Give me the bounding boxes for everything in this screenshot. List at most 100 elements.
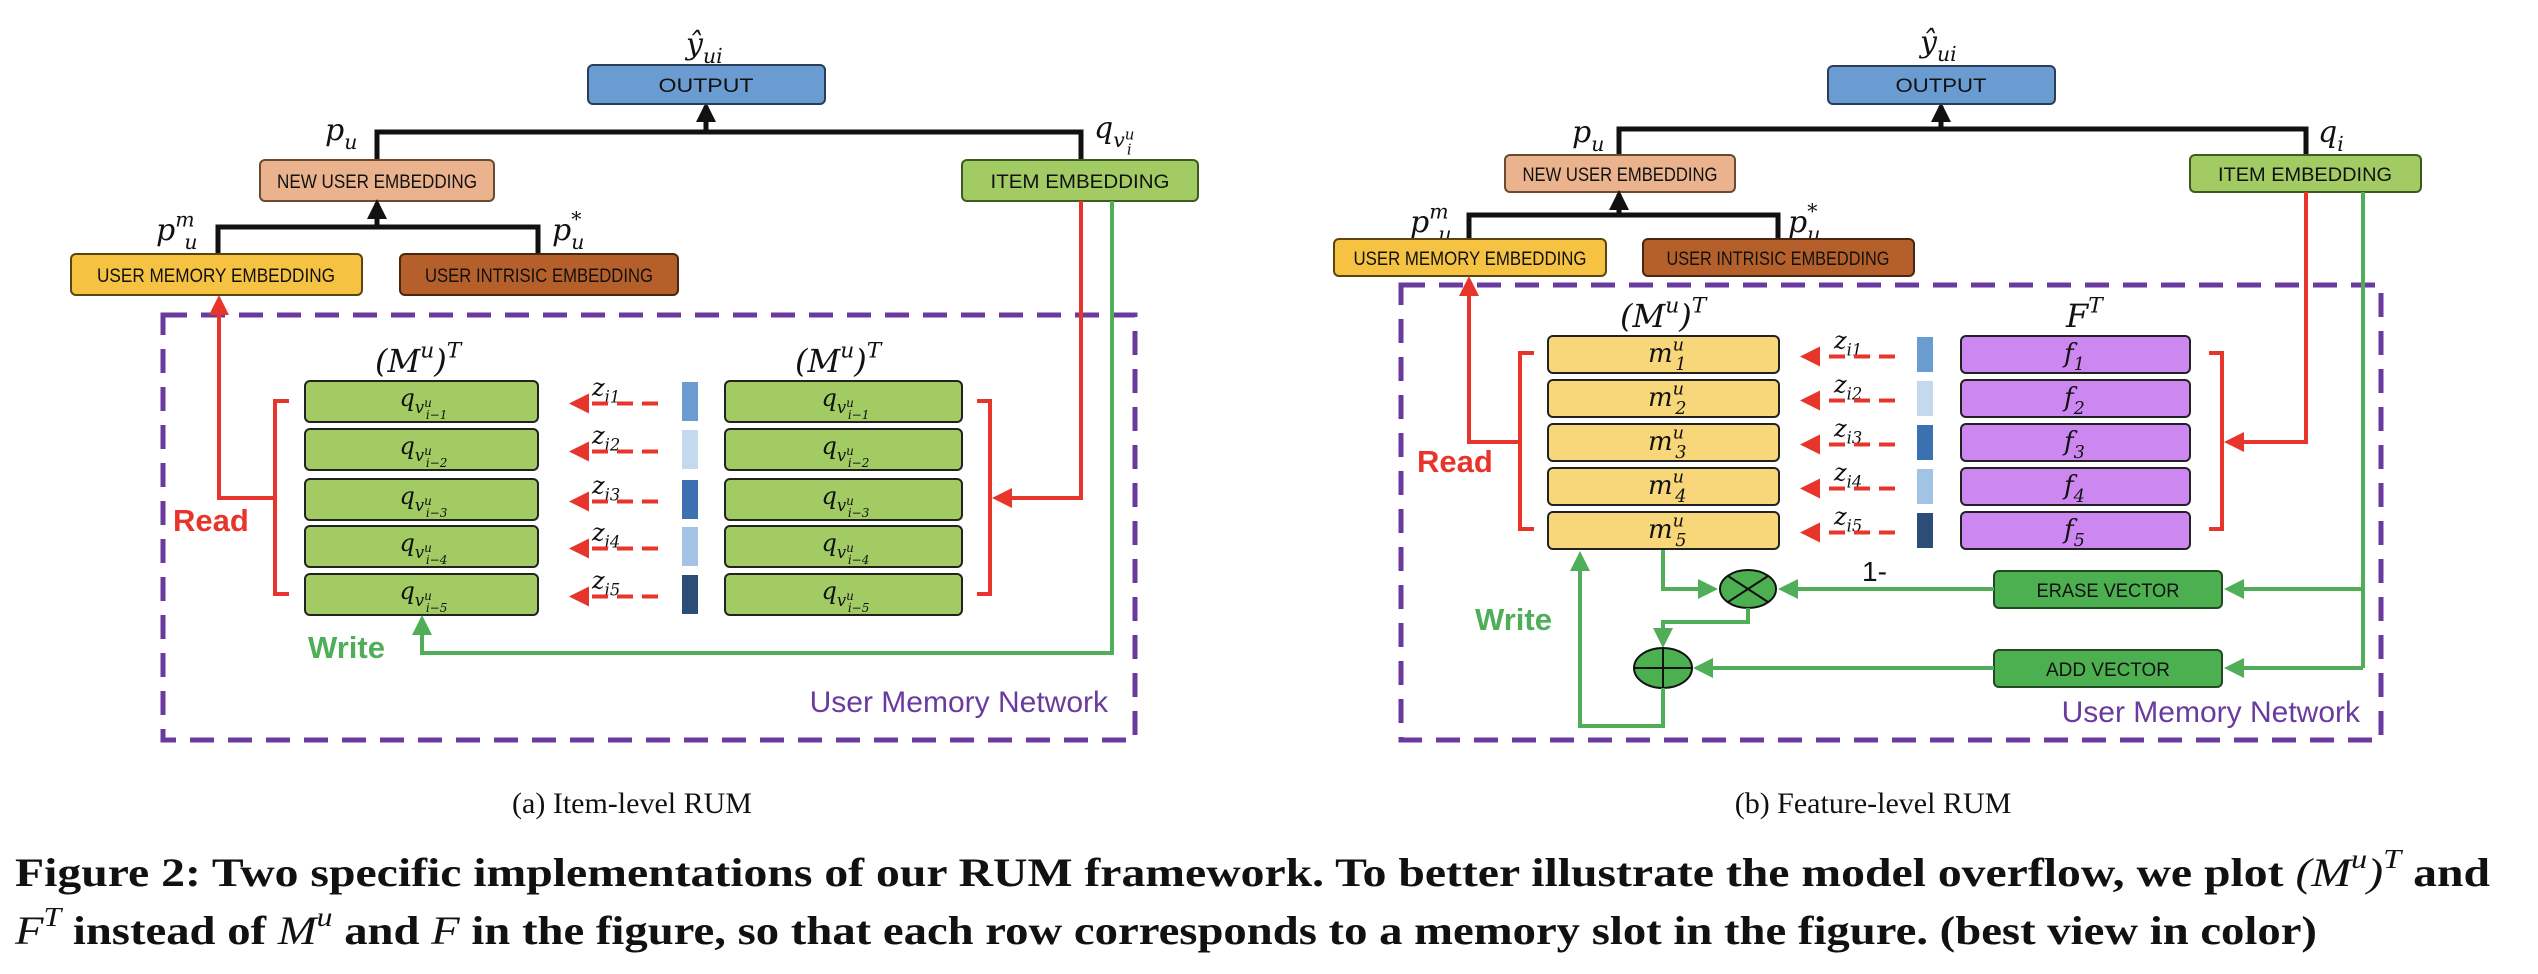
attention-weight-bar [682,480,698,519]
math-base: m [1648,383,1673,413]
multiply-to-add-arrow [1653,608,1750,648]
math-sub: v [837,398,847,417]
math-subsup: u [424,494,432,508]
math-sub: 5 [2074,531,2085,551]
math-sub: v [837,496,847,515]
math-sub: u [184,230,197,254]
math-subsup: u [1125,126,1135,144]
math-base: ŷ [1918,25,1938,60]
math-base: ) [2365,850,2383,895]
user-memory-network-label: User Memory Network [810,686,1109,719]
math-base: z [1833,327,1847,355]
math-base: q [400,384,415,412]
math-subsub: i−4 [426,553,448,567]
math-base: in the figure, so that each row correspo… [460,908,2317,953]
diagram-item-level-rum: OUTPUT ŷui NEW USER EMBEDDING ITEM EMBED… [70,27,1199,743]
math-base: q [400,529,415,557]
math-base: Figure 2: Two specific implementations o… [15,850,2295,895]
memory-title: (Mu)T [1620,294,1708,335]
memory-slot-left [304,428,539,471]
math-sub: u [344,130,357,154]
write-label: Write [308,630,385,665]
math-subsub: i−5 [848,601,870,615]
math-subsub: i [1127,141,1132,159]
math-sub: v [415,543,425,562]
memory-slot-left [304,525,539,568]
user-intrinsic-embedding-label: USER INTRISIC EMBEDDING [425,266,653,287]
memory-slot [1547,335,1780,374]
memory-to-multiply-arrow [1661,550,1718,599]
read-bracket-left [273,399,289,596]
math-sub: 5 [1675,531,1686,551]
output-label: OUTPUT [659,76,754,97]
math-sub: ui [703,44,723,68]
math-base: and [333,908,432,953]
math-sup: u [1673,379,1684,399]
math-base: q [1094,111,1113,146]
math-base: M [277,908,320,953]
memory-slot-right [724,478,963,521]
user-intrinsic-embedding-box [399,253,679,296]
math-sub: v [415,398,425,417]
memory-slot [1547,467,1780,506]
math-sup: T [447,339,463,364]
user-memory-embedding-label: USER MEMORY EMBEDDING [97,266,335,287]
math-sub: v [415,446,425,465]
math-sup: T [1692,294,1708,319]
attention-weight-label: zi3 [591,472,620,505]
memory-left-title: (Mu)T [375,339,463,380]
user-memory-network-border [1398,282,2384,743]
connector-memory-intrinsic [1466,212,1781,239]
math-base: p [552,213,571,248]
math-sup: u [317,902,333,932]
math-sup: u [840,339,854,364]
attention-weight-label: zi1 [591,374,620,407]
math-sub: i3 [605,486,621,505]
math-sup: u [1673,423,1684,443]
memory-slot-left [304,380,539,423]
attention-weight-bar [1917,513,1933,548]
math-base: q [822,529,837,557]
new-user-embedding-label: NEW USER EMBEDDING [277,172,477,193]
user-intrinsic-embedding-label: USER INTRISIC EMBEDDING [1667,249,1890,270]
math-base: z [1833,371,1847,399]
attention-weight-bar [682,527,698,566]
math-base: (M [2295,850,2354,895]
item-embedding-label: ITEM EMBEDDING [991,172,1170,193]
math-base: z [591,567,605,595]
math-base: m [1648,515,1673,545]
math-subsup: u [846,494,854,508]
math-subsub: i−2 [848,456,870,470]
add-vector-label: ADD VECTOR [2046,660,2170,681]
attention-weight-bar [682,430,698,469]
math-sub: v [837,543,847,562]
memory-slot [1547,379,1780,418]
output-label: OUTPUT [1896,76,1987,97]
math-sub: i1 [605,388,621,407]
math-base: z [591,472,605,500]
math-base: ) [853,342,866,380]
math-sup: m [1429,200,1448,224]
math-sub: u [1591,132,1604,156]
math-base: z [1833,459,1847,487]
attention-weight-bar [682,575,698,614]
math-sup: T [44,902,64,932]
math-subsub: i−5 [426,601,448,615]
attention-weight-bar [1917,469,1933,504]
math-base: ) [1678,297,1691,335]
figure-caption-line-1: Figure 2: Two specific implementations o… [15,844,2490,895]
math-sub: 1 [1675,355,1686,375]
math-sup: u [1665,294,1679,319]
p-u-label: pu [325,113,357,154]
read-bracket-right [977,399,992,596]
attention-weight-bar [1917,337,1933,372]
write-arrow [412,201,1114,655]
math-base: (M [1620,297,1666,335]
math-base: z [1833,415,1847,443]
math-base: m [1648,471,1673,501]
